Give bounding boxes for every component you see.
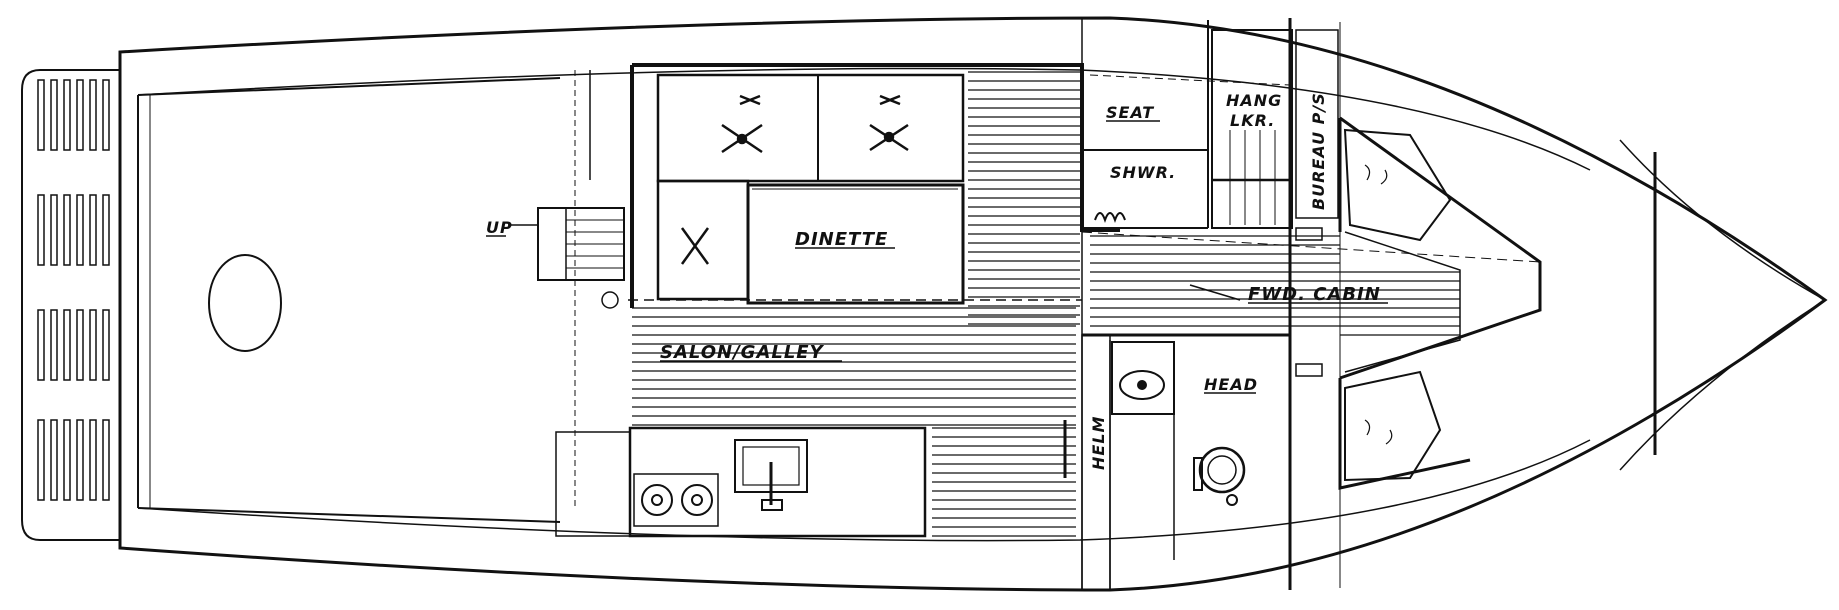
label-shwr: SHWR. [1110,163,1176,182]
label-hang-lkr-line1: HANG [1226,91,1282,110]
grille-slot [76,419,84,501]
grille-slot [63,194,71,266]
grille-slot [89,194,97,266]
grille-slot [102,79,110,151]
swim-platform-grille [21,69,121,541]
head-sink-icon [1119,370,1165,400]
hatch-oval-icon [208,254,282,352]
grille-slot [37,79,45,151]
label-hang-lkr-line2: LKR. [1230,111,1275,130]
cushion-x-mark-icon [680,94,909,265]
grille-slot [76,194,84,266]
hanging-locker [1211,29,1339,229]
grille-slot [89,79,97,151]
grille-slot [50,194,58,266]
grille-slot [50,309,58,381]
label-up: UP [486,218,513,237]
seat-shower-block [1082,20,1291,229]
grille-slot [63,309,71,381]
grille-slot [37,419,45,501]
stairs-icon [508,70,625,510]
head-compartment [1082,333,1290,590]
galley-counter [555,426,927,538]
label-dinette: DINETTE [795,229,888,250]
grille-slot [102,309,110,381]
cockpit-area [137,77,561,523]
toilet-icon [1193,446,1246,506]
hull-outline [118,16,1828,592]
grille-slot [37,309,45,381]
grille-slot [63,79,71,151]
grille-slot [76,79,84,151]
grille-slot [63,419,71,501]
grille-slot [89,309,97,381]
label-helm: HELM [1089,416,1108,470]
v-berth [1081,116,1542,490]
galley-sink-icon [761,462,783,511]
dinette [656,73,965,305]
label-seat: SEAT [1106,103,1154,122]
grille-slot [89,419,97,501]
grille-slot [76,309,84,381]
plank-floor [632,71,1460,537]
label-salon-galley: SALON/GALLEY [660,342,825,363]
label-fwd-cabin: FWD. CABIN [1248,284,1381,305]
fixture-marks [1295,227,1323,377]
berth-pillow-icon [1343,128,1452,482]
stove-burners-icon [633,473,719,527]
shower-drain-icon [1094,212,1126,223]
grille-slot [37,194,45,266]
label-bureau: BUREAU P/S [1309,92,1328,210]
grille-slot [102,194,110,266]
grille-slot [50,419,58,501]
grille-slot [50,79,58,151]
label-head: HEAD [1204,375,1258,394]
grille-slot [102,419,110,501]
